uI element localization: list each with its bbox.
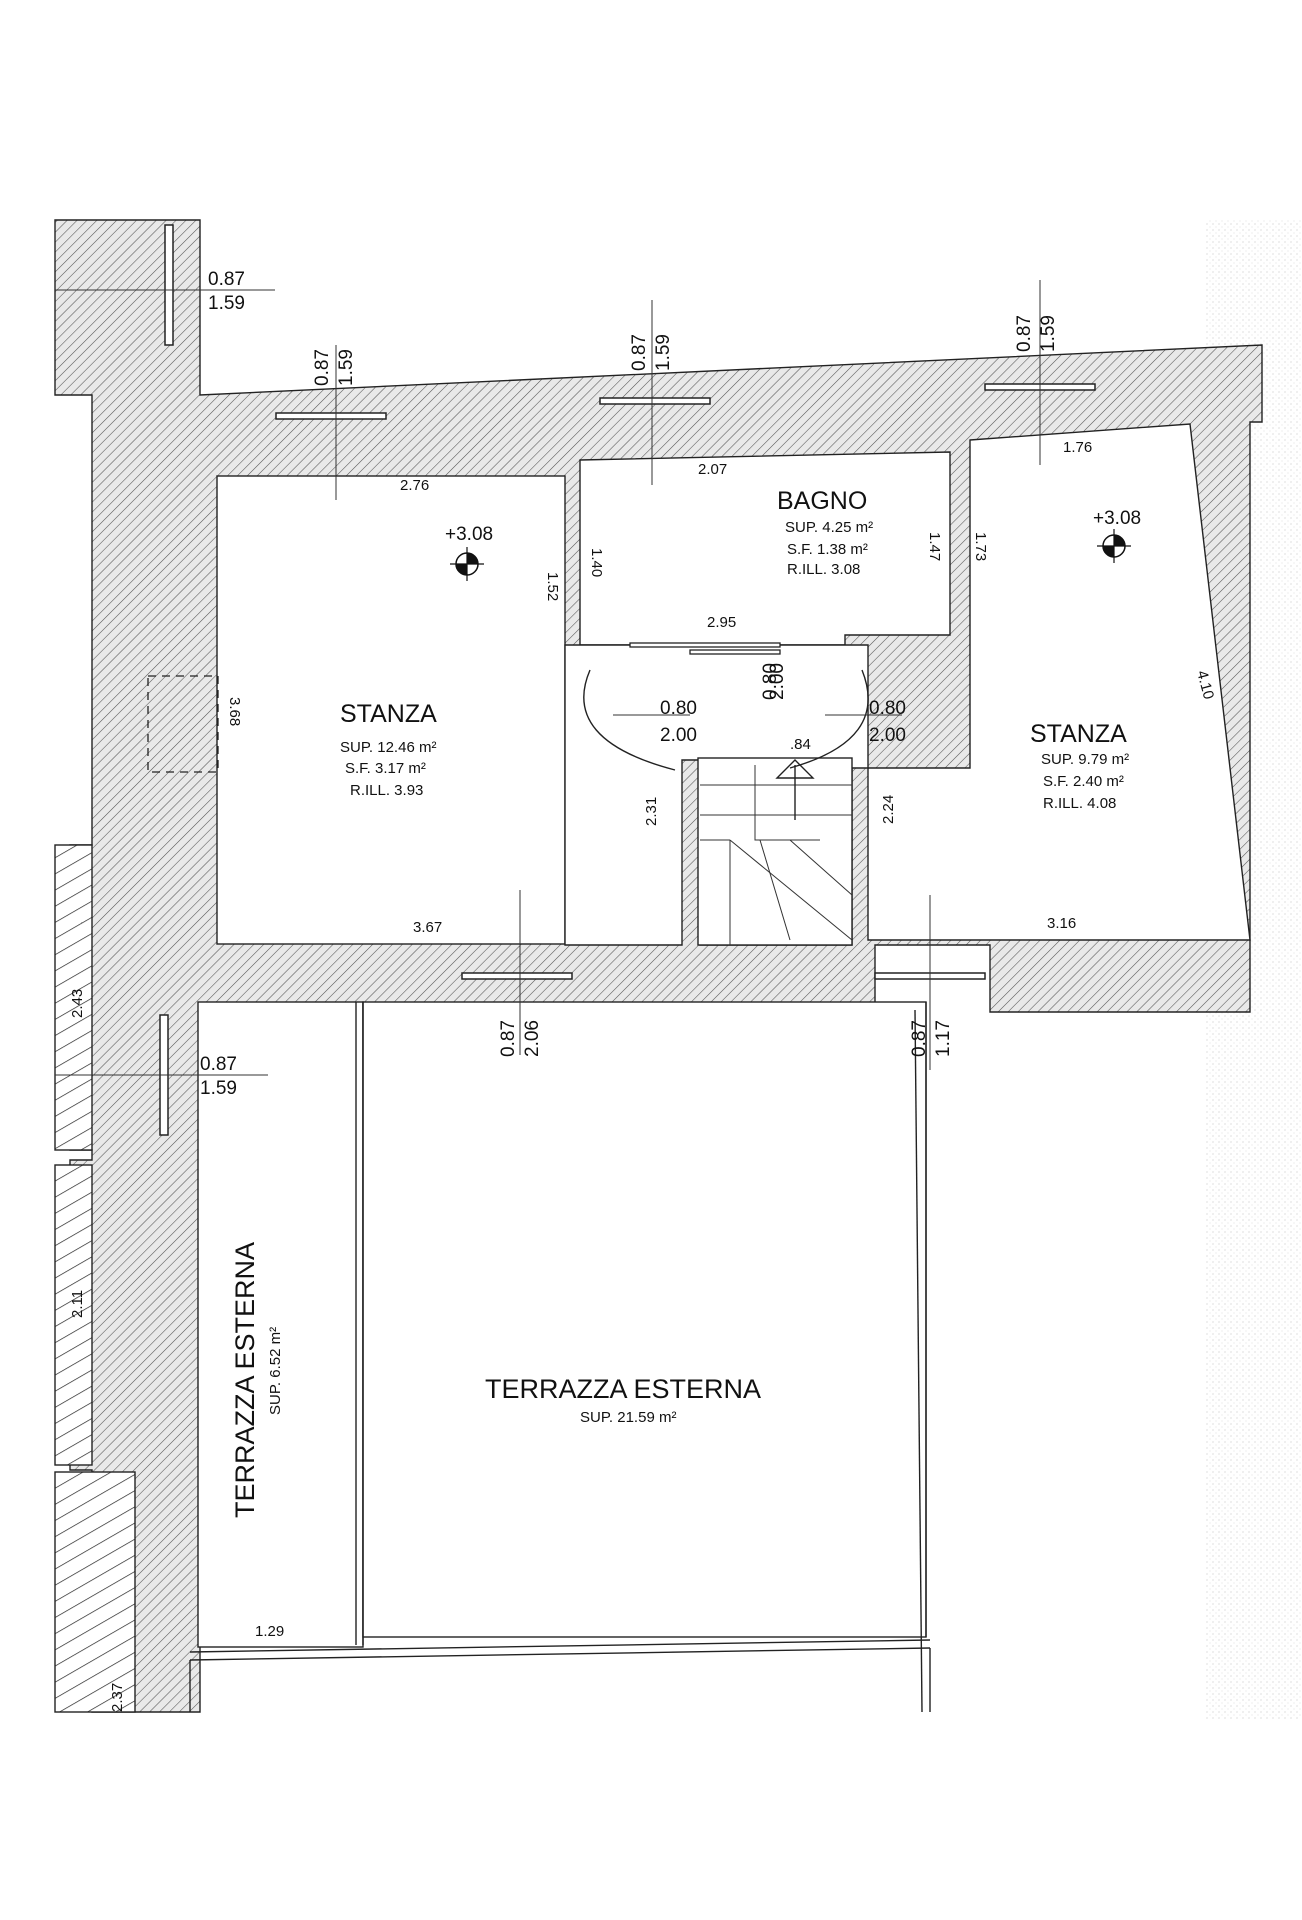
w-right-top-b: 1.59 — [1038, 315, 1059, 352]
dim-173: 1.73 — [972, 532, 989, 561]
w-bagno-top-a: 0.87 — [629, 334, 650, 371]
terrazza-big-sup: SUP. 21.59 m² — [580, 1409, 676, 1426]
dim-176: 1.76 — [1063, 439, 1092, 456]
door-swings — [583, 642, 869, 771]
niche-dashed — [147, 675, 219, 773]
dim-224: 2.24 — [880, 795, 897, 824]
dim-243: 2.43 — [69, 989, 86, 1018]
terrazza-big-name: TERRAZZA ESTERNA — [485, 1374, 761, 1404]
stanza-right-room — [867, 423, 1251, 941]
stanza-left-room — [216, 475, 566, 945]
terrazza-small-sup: SUP. 6.52 m² — [267, 1327, 284, 1415]
door-left-a: 0.80 — [660, 698, 697, 719]
terrazza-small-name: TERRAZZA ESTERNA — [230, 1242, 260, 1518]
dim-316: 3.16 — [1047, 915, 1076, 932]
stanza-right-sf: S.F. 2.40 m² — [1043, 773, 1124, 790]
bagno-rill: R.ILL. 3.08 — [787, 561, 860, 578]
door-left-b: 2.00 — [660, 725, 697, 746]
terrazza-small — [197, 1001, 364, 1648]
dim-211: 2.11 — [69, 1290, 86, 1318]
door-right-b: 2.00 — [869, 725, 906, 746]
door-bagno-b: 2.00 — [767, 663, 788, 700]
stanza-left-rill: R.ILL. 3.93 — [350, 782, 423, 799]
dim-129: 1.29 — [255, 1623, 284, 1640]
stanza-left-level: +3.08 — [445, 524, 493, 545]
w-stanza-top-b: 1.59 — [336, 349, 357, 386]
dim-140: 1.40 — [588, 548, 605, 577]
door-bagno-a: 0.80 — [760, 663, 781, 700]
level-marker-left — [450, 547, 484, 581]
dim-237: 2.37 — [109, 1683, 126, 1712]
dim-295: 2.95 — [707, 614, 736, 631]
stanza-right-rill: R.ILL. 4.08 — [1043, 795, 1116, 812]
w-bagno-top-b: 1.59 — [653, 334, 674, 371]
stanza-right-name: STANZA — [1030, 720, 1127, 748]
w-left-top-b: 1.59 — [208, 293, 245, 314]
dim-367: 3.67 — [413, 919, 442, 936]
stanza-right-level: +3.08 — [1093, 508, 1141, 529]
staircase — [697, 757, 853, 946]
w-left-mid-a: 0.87 — [200, 1054, 237, 1075]
stanza-left-name: STANZA — [340, 700, 437, 728]
w-left-top-a: 0.87 — [208, 269, 245, 290]
w-bottom-left-b: 2.06 — [522, 1020, 543, 1057]
dim-410: 4.10 — [1193, 669, 1217, 702]
dim-207: 2.07 — [698, 461, 727, 478]
dim-368: 3.68 — [226, 697, 243, 726]
dim-147: 1.47 — [926, 532, 943, 561]
stanza-left-sf: S.F. 3.17 m² — [345, 760, 426, 777]
stanza-left-sup: SUP. 12.46 m² — [340, 739, 436, 756]
w-bottom-right-a: 0.87 — [909, 1020, 930, 1057]
dim-152: 1.52 — [544, 572, 561, 601]
bagno-name: BAGNO — [777, 487, 867, 515]
w-stanza-top-a: 0.87 — [312, 349, 333, 386]
level-marker-right — [1097, 529, 1131, 563]
w-left-mid-b: 1.59 — [200, 1078, 237, 1099]
dim-84: .84 — [790, 736, 811, 753]
bagno-sup: SUP. 4.25 m² — [785, 519, 873, 536]
stanza-right-sup: SUP. 9.79 m² — [1041, 751, 1129, 768]
w-bottom-right-b: 1.17 — [933, 1020, 954, 1057]
terrazza-big — [362, 1001, 927, 1638]
door-right-a: 0.80 — [869, 698, 906, 719]
dim-276: 2.76 — [400, 477, 429, 494]
w-bottom-left-a: 0.87 — [498, 1020, 519, 1057]
bagno-room — [579, 451, 951, 646]
dimension-lines — [55, 280, 1041, 1076]
dim-231: 2.31 — [643, 797, 660, 826]
bagno-sf: S.F. 1.38 m² — [787, 541, 868, 558]
w-right-top-a: 0.87 — [1014, 315, 1035, 352]
